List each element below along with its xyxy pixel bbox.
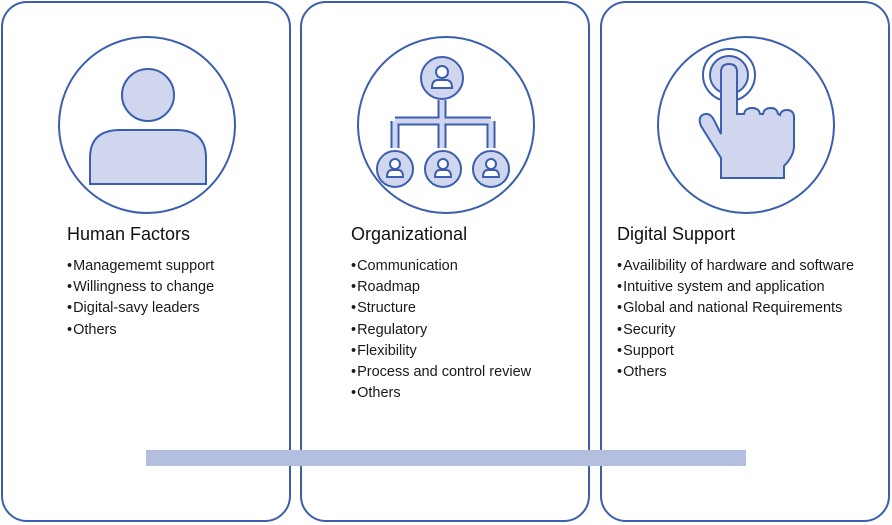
list-item: Regulatory (351, 320, 531, 341)
list-item: Support (617, 341, 854, 362)
list-item: Security (617, 320, 854, 341)
list-item: Global and national Requirements (617, 298, 854, 319)
list-item: Digital-savy leaders (67, 298, 214, 319)
bullet-list: Communication Roadmap Structure Regulato… (351, 256, 531, 404)
connecting-bar (146, 450, 746, 466)
list-item: Others (617, 362, 854, 383)
list-item: Others (67, 320, 214, 341)
person-icon-circle (58, 36, 236, 214)
list-item: Roadmap (351, 277, 531, 298)
list-item: Others (351, 383, 531, 404)
pointing-hand-icon (698, 48, 795, 179)
bullet-list: Availibility of hardware and software In… (617, 256, 854, 383)
card-title: Human Factors (67, 224, 191, 244)
list-item: Intuitive system and application (617, 277, 854, 298)
list-item: Availibility of hardware and software (617, 256, 854, 277)
org-chart-icon-circle (357, 36, 535, 214)
card-title: Organizational (351, 224, 468, 244)
list-item: Managememt support (67, 256, 214, 277)
digital-support-card: Digital Support Availibility of hardware… (600, 1, 890, 522)
card-title: Digital Support (617, 224, 736, 244)
list-item: Process and control review (351, 362, 531, 383)
person-icon (89, 68, 207, 185)
pointing-hand-icon-circle (657, 36, 835, 214)
list-item: Structure (351, 298, 531, 319)
human-factors-card: Human Factors Managememt support Willing… (1, 1, 291, 522)
list-item: Willingness to change (67, 277, 214, 298)
organizational-card: Organizational Communication Roadmap Str… (300, 1, 590, 522)
org-chart-icon (376, 56, 510, 188)
bullet-list: Managememt support Willingness to change… (67, 256, 214, 341)
list-item: Flexibility (351, 341, 531, 362)
list-item: Communication (351, 256, 531, 277)
